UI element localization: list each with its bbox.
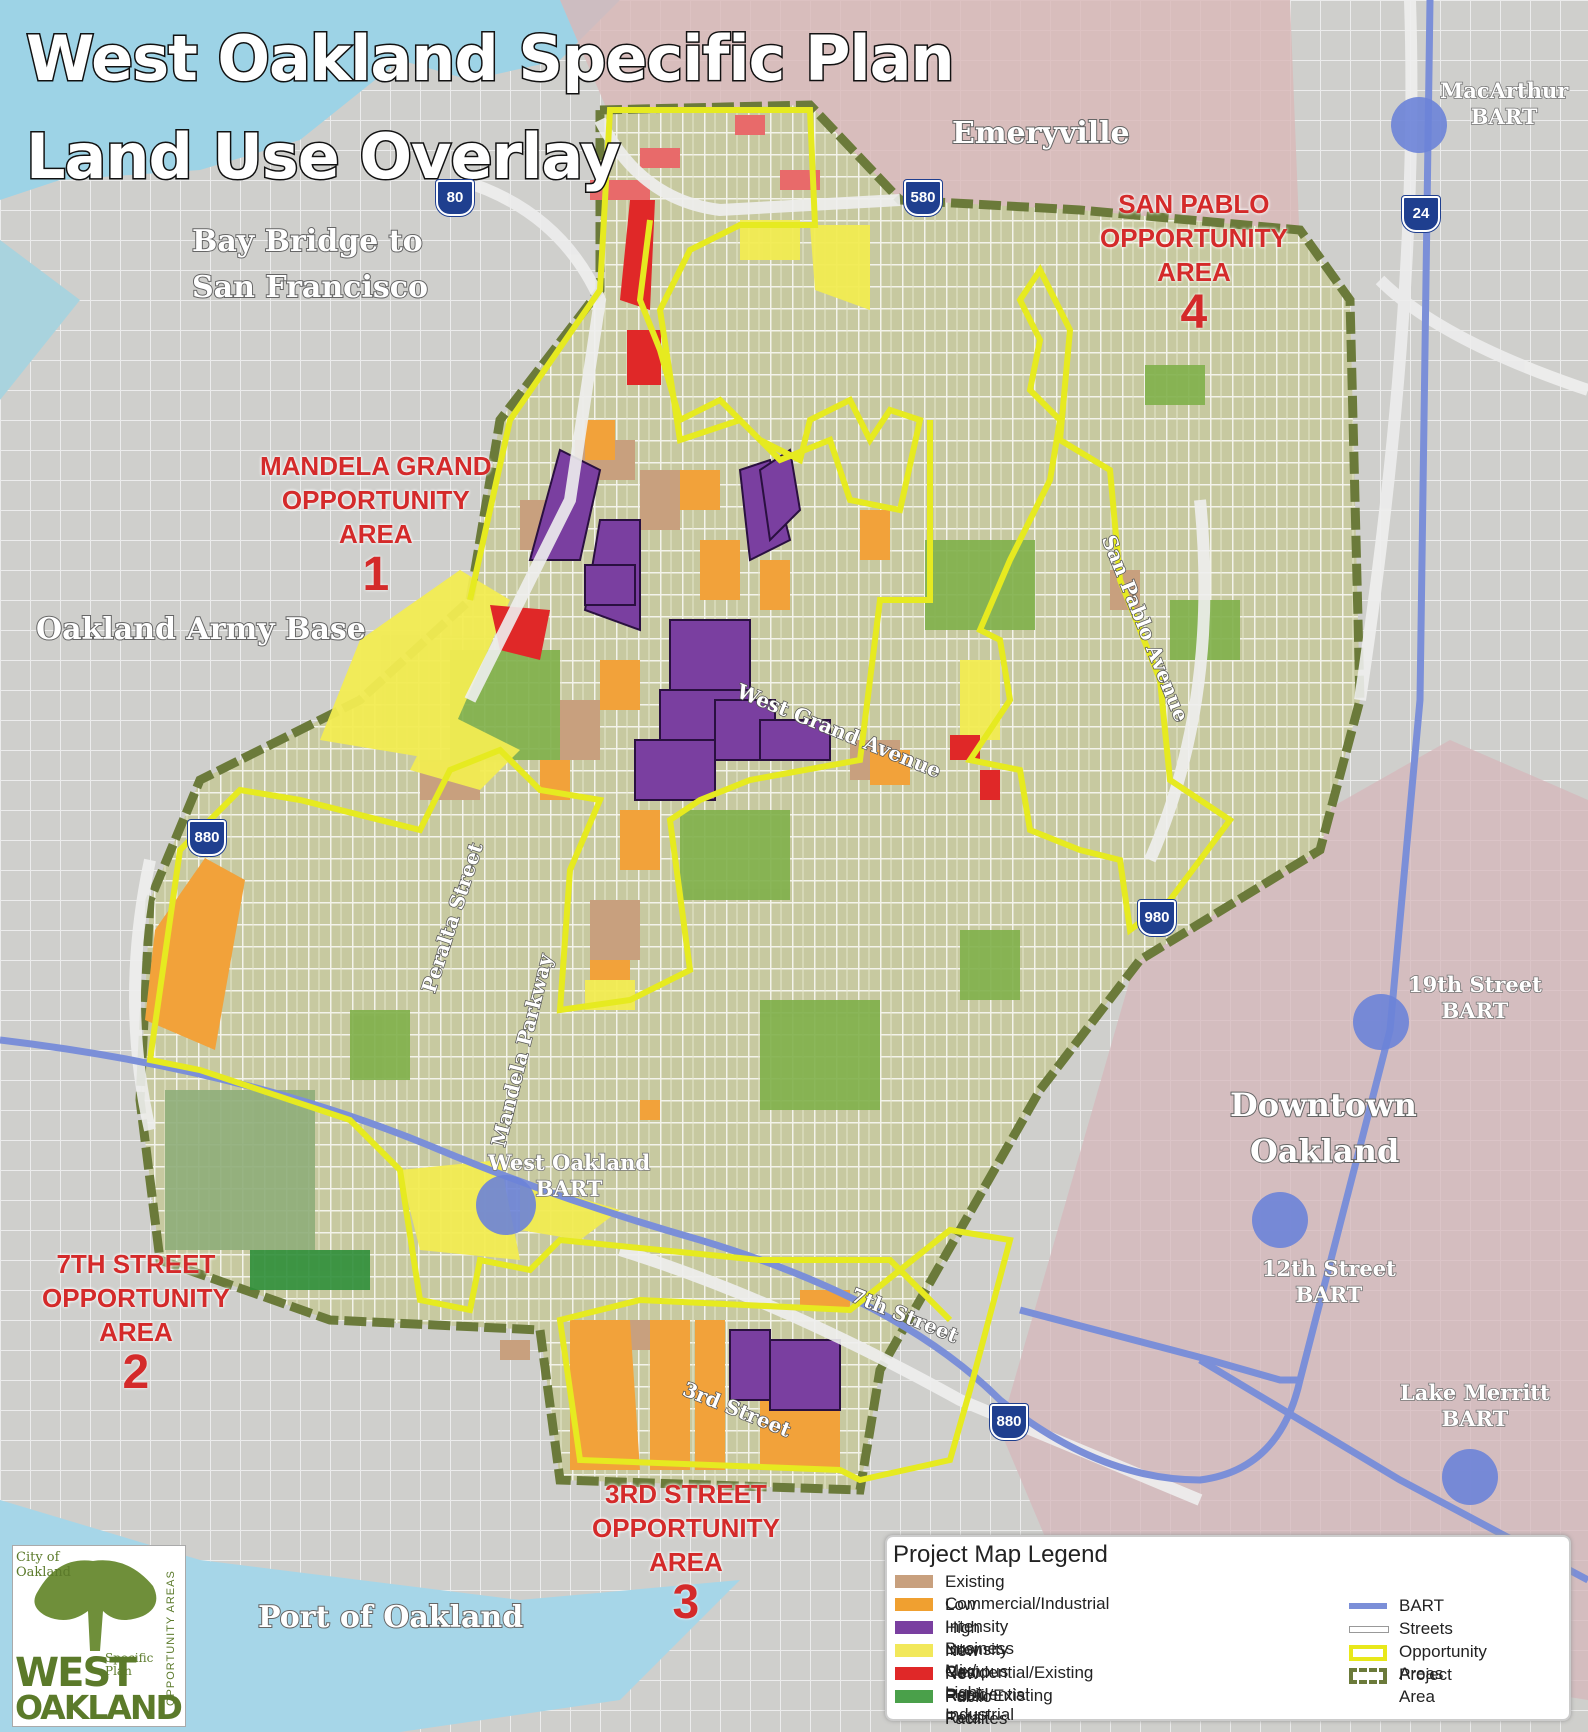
legend-label: Opportunity Areas bbox=[1399, 1642, 1487, 1683]
legend-swatch bbox=[1349, 1668, 1387, 1684]
legend-label: Low Intensity Business Mix/ Light Indust… bbox=[945, 1595, 1014, 1724]
place-port: Port of Oakland bbox=[257, 1599, 524, 1636]
legend-swatch bbox=[895, 1667, 933, 1680]
interstate-980-shield: 980 bbox=[1138, 900, 1176, 936]
place-bay-bridge-2: San Francisco bbox=[191, 269, 429, 306]
legend-label: New Residential/Existing Residential bbox=[945, 1641, 1094, 1704]
opportunity-area-3: 3RD STREET OPPORTUNITY AREA 3 bbox=[592, 1479, 780, 1630]
legend-swatch bbox=[1349, 1626, 1389, 1633]
legend-swatch bbox=[895, 1621, 933, 1634]
place-bay-bridge-1: Bay Bridge to bbox=[191, 223, 424, 260]
map-legend: Project Map Legend Existing Commercial/I… bbox=[885, 1535, 1571, 1728]
opportunity-area-2: 7TH STREET OPPORTUNITY AREA 2 bbox=[42, 1249, 230, 1400]
legend-title: Project Map Legend bbox=[893, 1541, 1108, 1568]
tree-icon bbox=[34, 1560, 157, 1651]
legend-swatch bbox=[1349, 1645, 1387, 1661]
logo-west: WEST bbox=[15, 1650, 137, 1696]
legend-swatch bbox=[1349, 1603, 1387, 1609]
place-army-base: Oakland Army Base bbox=[35, 611, 367, 648]
interstate-880-north-shield: 880 bbox=[188, 820, 226, 856]
interstate-580-shield: 580 bbox=[904, 180, 942, 216]
opportunity-area-outlines bbox=[146, 107, 1235, 1484]
legend-label: Existing Commercial/Industrial bbox=[945, 1572, 1110, 1613]
legend-label: BART bbox=[1399, 1596, 1445, 1615]
legend-label: Public Facilites bbox=[945, 1687, 1008, 1728]
legend-swatch bbox=[895, 1644, 933, 1657]
interstate-880-south-shield: 880 bbox=[990, 1404, 1028, 1440]
bart-stations bbox=[476, 97, 1498, 1505]
interstate-24-shield: 24 bbox=[1402, 196, 1440, 232]
legend-swatch bbox=[895, 1690, 933, 1703]
legend-label: Streets bbox=[1399, 1619, 1453, 1638]
legend-label: Project Area bbox=[1399, 1665, 1452, 1706]
place-downtown-2: Oakland bbox=[1249, 1131, 1400, 1171]
map-title-line1: West Oakland Specific Plan bbox=[25, 22, 957, 95]
legend-label: High Intensity Campus bbox=[945, 1618, 1009, 1681]
legend-swatch bbox=[895, 1575, 933, 1588]
opportunity-area-4: SAN PABLO OPPORTUNITY AREA 4 bbox=[1100, 189, 1288, 340]
place-downtown-1: Downtown bbox=[1229, 1085, 1418, 1125]
map-title-line2: Land Use Overlay bbox=[25, 120, 623, 193]
legend-swatch bbox=[895, 1598, 933, 1611]
logo-opportunity: OPPORTUNITY AREAS bbox=[165, 1570, 177, 1706]
public-facilities bbox=[165, 365, 1240, 1290]
opportunity-area-1: MANDELA GRAND OPPORTUNITY AREA 1 bbox=[260, 451, 492, 602]
bay-water bbox=[0, 0, 620, 200]
high-intensity-campus bbox=[528, 448, 841, 1411]
legend-label: New Retail/Existing Retail bbox=[945, 1664, 1053, 1727]
place-emeryville: Emeryville bbox=[951, 115, 1131, 152]
interstate-80-shield: 80 bbox=[436, 180, 474, 216]
logo-oakland: OAKLAND bbox=[15, 1688, 183, 1727]
